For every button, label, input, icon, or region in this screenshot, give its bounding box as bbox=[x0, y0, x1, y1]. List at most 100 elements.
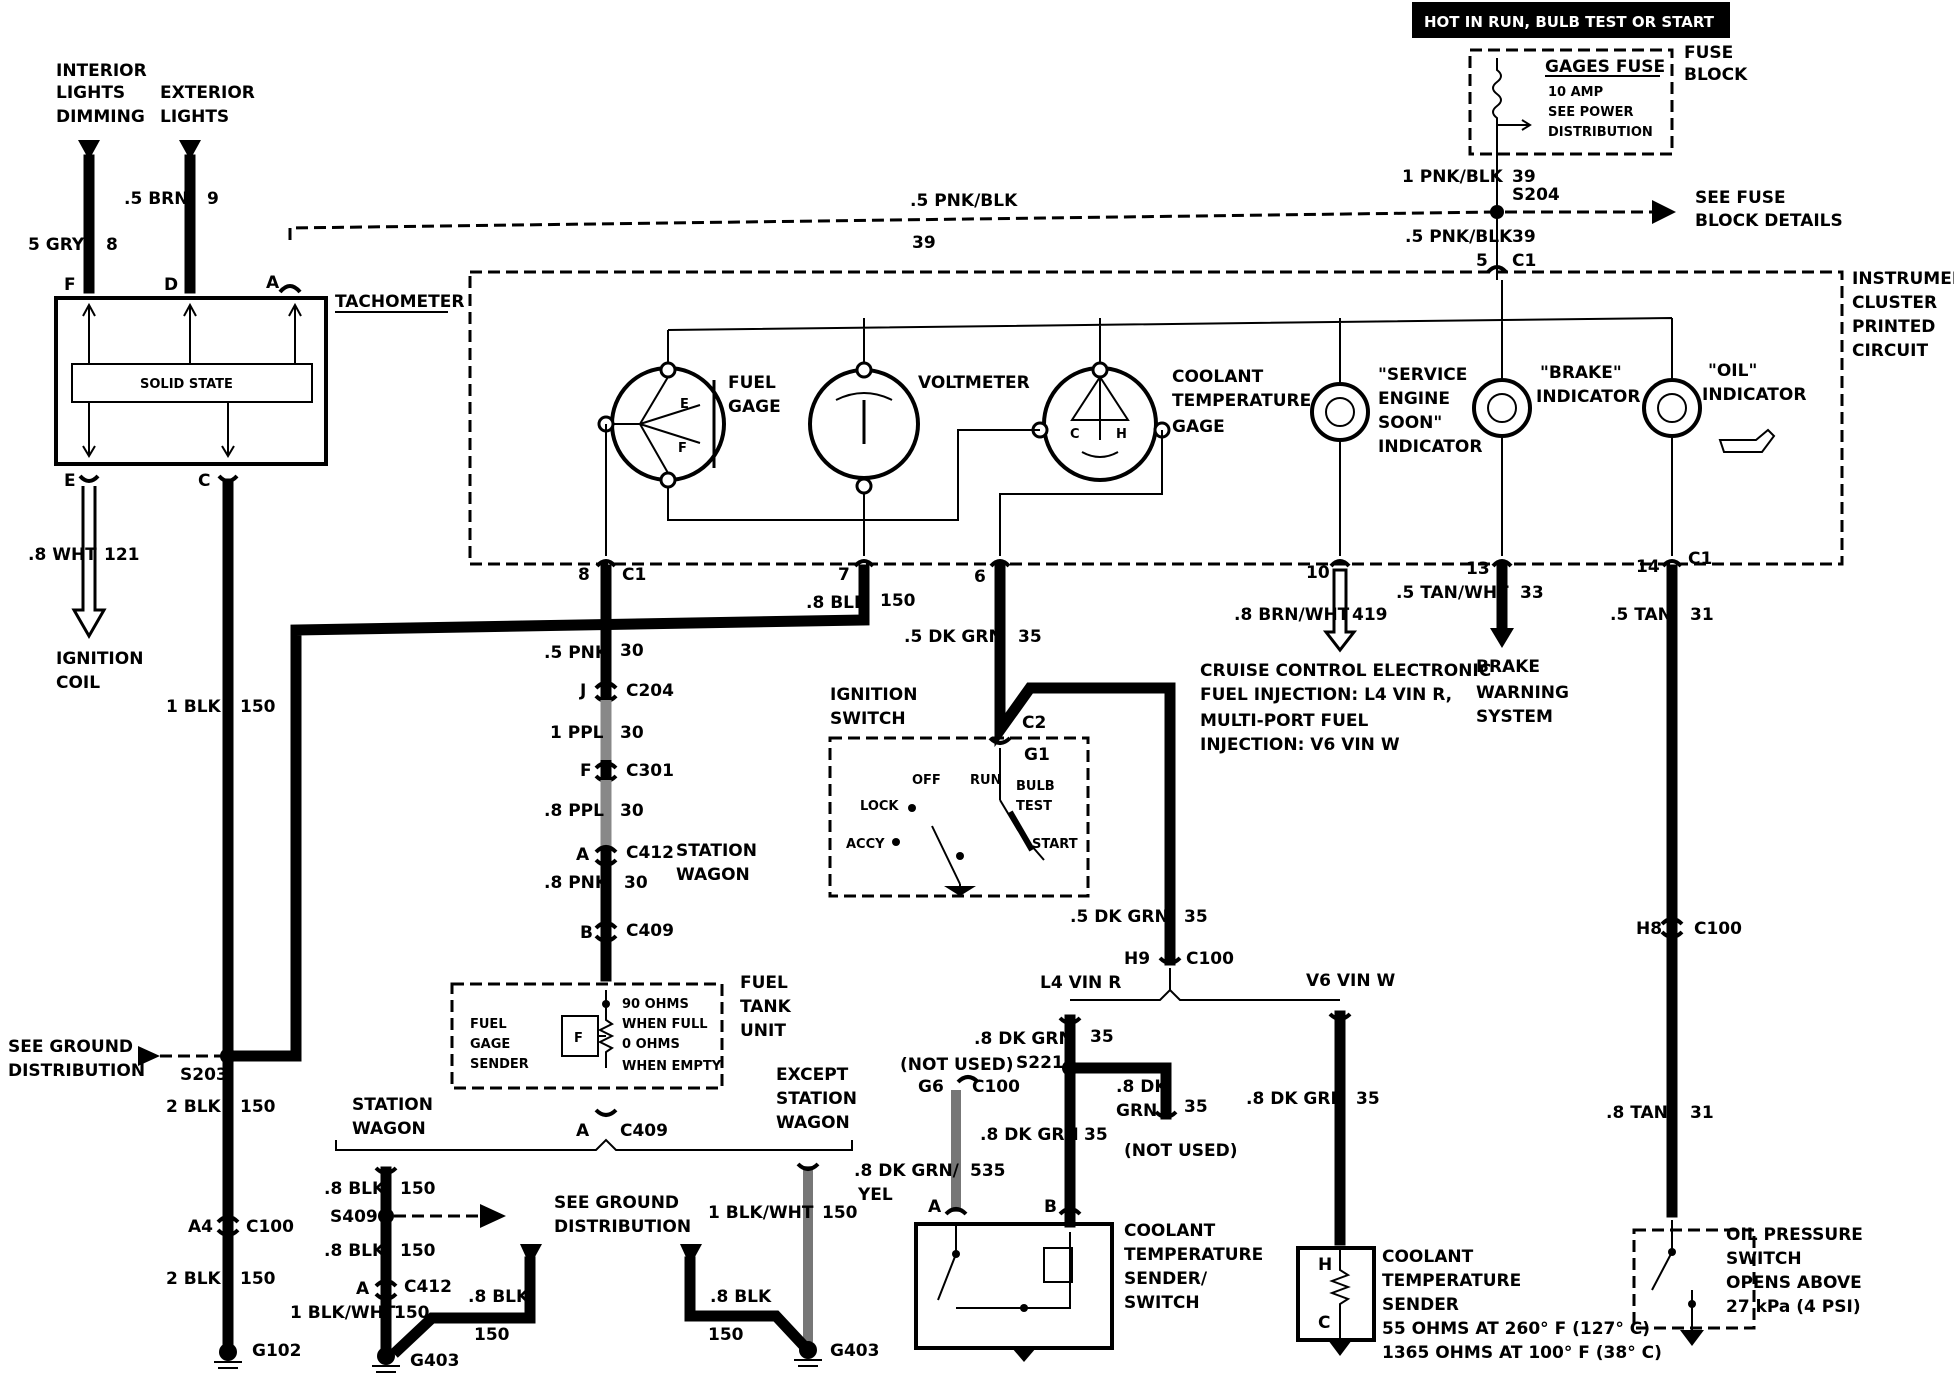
feed-fuse-wire-num: 39 bbox=[1512, 167, 1536, 187]
fuel-gage-label-1: FUEL bbox=[728, 373, 776, 393]
ign-c2-connector bbox=[988, 736, 1012, 745]
ign-w2: .5 DK GRN bbox=[1070, 907, 1169, 927]
coolant-sender-switch-box bbox=[914, 1222, 1114, 1350]
l4-w4: .8 DK GRN/ bbox=[854, 1161, 960, 1181]
gnd-w1-num: 150 bbox=[240, 1097, 276, 1117]
coolant-gage-label-3: GAGE bbox=[1172, 417, 1225, 437]
fuse-block-box bbox=[1468, 48, 1674, 156]
cluster-pin-connectors bbox=[595, 559, 1683, 568]
fuse-symbol bbox=[1492, 58, 1502, 158]
brake-sys-1: BRAKE bbox=[1476, 657, 1540, 677]
fuel-gage-f: F bbox=[678, 441, 687, 456]
brake-sys-3: SYSTEM bbox=[1476, 707, 1553, 727]
fuel-sender-box bbox=[450, 982, 724, 1090]
gnd-g102: G102 bbox=[252, 1341, 301, 1361]
exterior-2: LIGHTS bbox=[160, 107, 229, 127]
gnd-w1: 2 BLK bbox=[166, 1097, 222, 1117]
cts-ground bbox=[1012, 1348, 1036, 1362]
tach-wire-150: 1 BLK bbox=[166, 697, 222, 717]
tachometer-title: TACHOMETER bbox=[335, 292, 464, 312]
feed-cluster-conn: C1 bbox=[1512, 251, 1536, 271]
gnd-see-1: SEE GROUND bbox=[8, 1037, 133, 1057]
coolant-gage-c: C bbox=[1070, 427, 1080, 442]
v6-ohms-1: 55 OHMS AT 260° F (127° C) bbox=[1382, 1319, 1650, 1339]
ses-label-1: "SERVICE bbox=[1378, 365, 1467, 385]
gnd-w7: 1 BLK/WHT bbox=[708, 1203, 814, 1223]
fuel-ohms-3: 0 OHMS bbox=[622, 1037, 680, 1052]
ign-w1: .5 DK GRN bbox=[904, 627, 1003, 647]
gnd-w6: .8 BLK bbox=[468, 1287, 530, 1307]
fuel-w2: 1 PPL bbox=[550, 723, 604, 743]
l4-w4-num: 535 bbox=[970, 1161, 1006, 1181]
gnd-w5: 1 BLK/WHT bbox=[290, 1303, 396, 1323]
interior-3: DIMMING bbox=[56, 107, 145, 127]
fuel-sender-2: GAGE bbox=[470, 1037, 510, 1052]
gnd-w4-num: 150 bbox=[400, 1241, 436, 1261]
brake-output-arrow bbox=[1490, 628, 1514, 648]
ign-title-2: SWITCH bbox=[830, 709, 906, 729]
fuel-sender-node bbox=[602, 1000, 610, 1008]
cluster-title-2: CLUSTER bbox=[1852, 293, 1937, 313]
fuel-pin-a: A bbox=[576, 845, 590, 865]
l4-pin-a: A bbox=[928, 1197, 942, 1217]
gnd-a4: A4 bbox=[188, 1217, 213, 1237]
ign-lock: LOCK bbox=[860, 799, 899, 814]
g403b-ground-lines bbox=[794, 1359, 822, 1367]
c409-connector bbox=[594, 921, 618, 943]
oil-c100: C100 bbox=[1694, 919, 1742, 939]
solid-state-label: SOLID STATE bbox=[140, 377, 233, 392]
ign-h9: H9 bbox=[1124, 949, 1150, 969]
v6-cts-3: SENDER bbox=[1382, 1295, 1459, 1315]
cts-resistor-box bbox=[1043, 1247, 1073, 1283]
oil-switch-ground bbox=[1680, 1330, 1704, 1346]
oil-pressure-switch-box bbox=[1632, 1228, 1756, 1330]
v6-sender-ground bbox=[1328, 1340, 1352, 1356]
ops-1: OIL PRESSURE bbox=[1726, 1225, 1863, 1245]
cts-label-1: COOLANT bbox=[1124, 1221, 1216, 1241]
ign-bulb-2: TEST bbox=[1016, 799, 1052, 814]
l4-w3-num: 35 bbox=[1084, 1125, 1108, 1145]
v6-w1-num: 35 bbox=[1356, 1089, 1380, 1109]
fuel-c409: C409 bbox=[626, 921, 674, 941]
oil-wire2: .8 TAN bbox=[1606, 1103, 1668, 1123]
cluster-title-3: PRINTED bbox=[1852, 317, 1935, 337]
fuel-w1: .5 PNK bbox=[544, 643, 609, 663]
ignition-coil-2: COIL bbox=[56, 673, 100, 693]
fuel-unit-3: UNIT bbox=[740, 1021, 786, 1041]
voltmeter bbox=[808, 361, 920, 495]
ign-accy: ACCY bbox=[846, 837, 885, 852]
fuel-blk-num: 150 bbox=[880, 591, 916, 611]
power-label-box bbox=[1412, 2, 1730, 38]
exterior-arrow bbox=[179, 140, 201, 160]
l4-pin-b: B bbox=[1044, 1197, 1057, 1217]
pin-a-connector bbox=[278, 284, 302, 294]
fuse-see-1: SEE POWER bbox=[1548, 105, 1633, 120]
g102-ground bbox=[219, 1343, 237, 1361]
fuel-w3-num: 30 bbox=[620, 801, 644, 821]
v6-ohms-2: 1365 OHMS AT 100° F (38° C) bbox=[1382, 1343, 1662, 1363]
splice-s203 bbox=[220, 1048, 236, 1064]
ses-indicator-bulb bbox=[1310, 370, 1370, 556]
coolant-gage-label-2: TEMPERATURE bbox=[1172, 391, 1311, 411]
tach-pin-e: E bbox=[64, 471, 76, 491]
l4-w2b: GRN bbox=[1116, 1101, 1157, 1121]
cluster-title-1: INSTRUMENT bbox=[1852, 269, 1954, 289]
v6-sender-resistor bbox=[1329, 1248, 1351, 1340]
ses-label-2: ENGINE bbox=[1378, 389, 1450, 409]
cts-label-4: SWITCH bbox=[1124, 1293, 1200, 1313]
cts-switch-internal bbox=[937, 1224, 1071, 1309]
pin-10: 10 bbox=[1306, 563, 1330, 583]
sw-blk-arrow bbox=[520, 1244, 542, 1266]
gnd-sw-2: WAGON bbox=[352, 1119, 426, 1139]
ign-pivot bbox=[956, 852, 964, 860]
feed-fuse-wire: 1 PNK/BLK bbox=[1402, 167, 1504, 187]
fuel-sender-f: F bbox=[574, 1031, 583, 1046]
gnd-pin-a: A bbox=[576, 1121, 590, 1141]
gnd-s409: S409 bbox=[330, 1207, 378, 1227]
brake-sys-2: WARNING bbox=[1476, 683, 1569, 703]
oil-can-icon bbox=[1718, 428, 1776, 453]
fuel-c301: C301 bbox=[626, 761, 674, 781]
ses-wire: .8 BRN/WHT bbox=[1234, 605, 1350, 625]
ses-label-3: SOON" bbox=[1378, 413, 1442, 433]
gnd-split bbox=[335, 1138, 853, 1151]
